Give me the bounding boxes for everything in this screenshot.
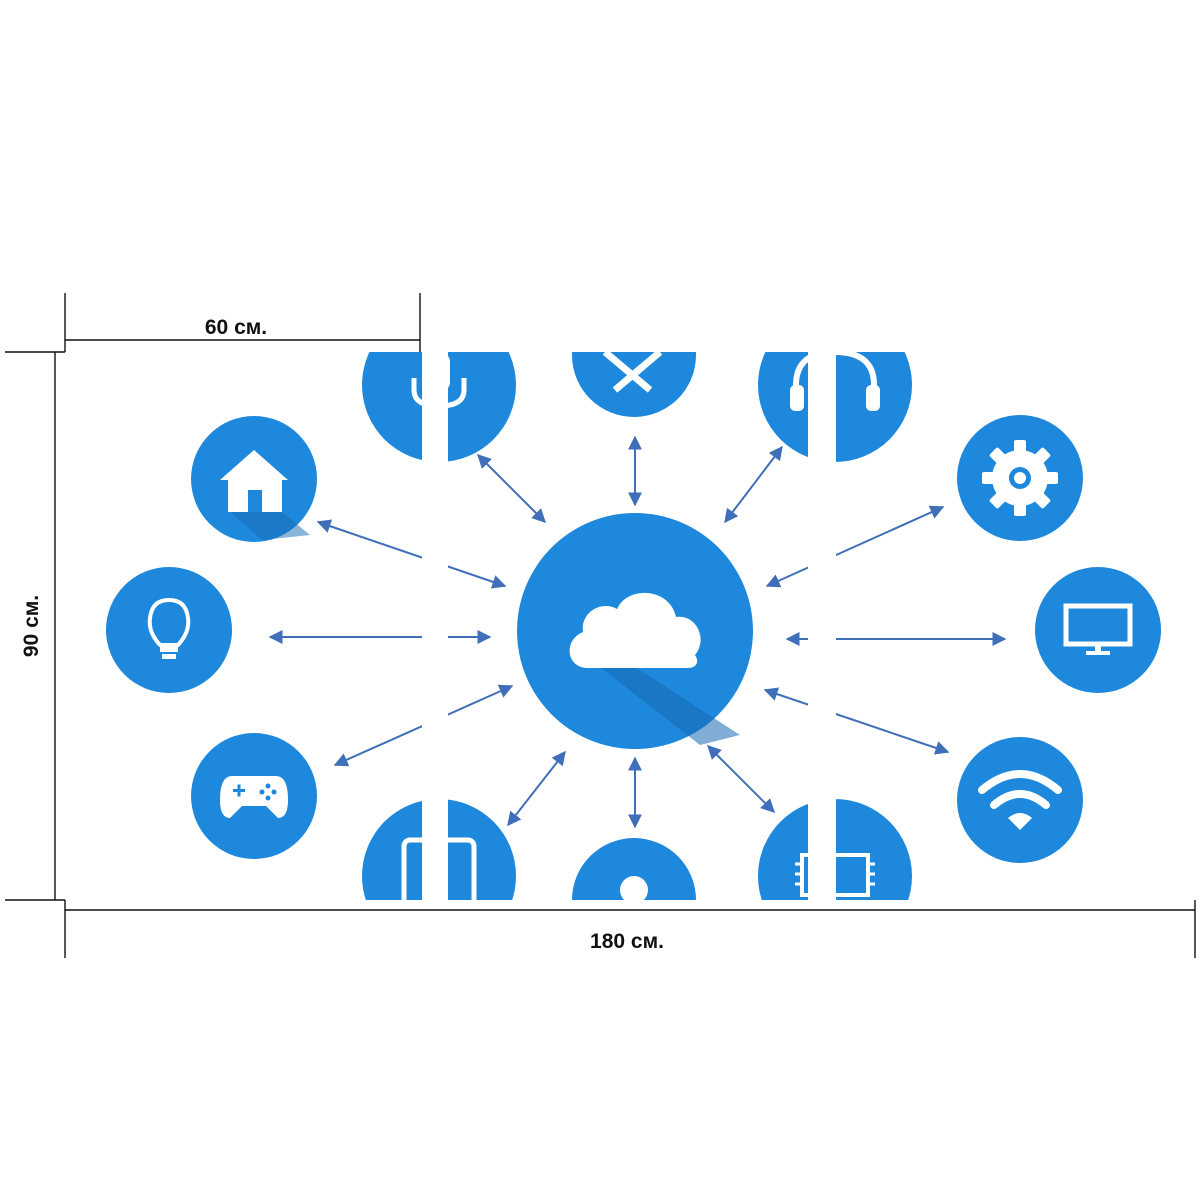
monitor-icon xyxy=(1063,603,1133,655)
panel-gap-right xyxy=(808,352,836,900)
artwork xyxy=(65,352,1200,900)
node-monitor xyxy=(1035,567,1161,693)
headphones-icon xyxy=(790,352,880,411)
node-gamepad xyxy=(191,733,317,859)
node-location xyxy=(572,838,696,900)
gear-icon xyxy=(982,440,1058,516)
arrow-chip xyxy=(707,745,775,813)
connection-arrows xyxy=(268,435,1007,829)
arrow-home xyxy=(316,519,507,589)
location-icon xyxy=(620,876,648,900)
height-label: 90 см. xyxy=(20,595,43,657)
dimension-annotations xyxy=(5,293,1196,958)
lightbulb-icon xyxy=(147,597,191,659)
panel-gaps xyxy=(422,352,836,900)
tools-icon xyxy=(602,352,663,393)
arrow-gear xyxy=(765,505,945,588)
arrow-smartphone xyxy=(507,750,566,827)
arrow-headphones xyxy=(724,445,783,524)
arrow-microphone xyxy=(477,454,546,523)
wifi-icon xyxy=(978,770,1062,830)
cloud-icon xyxy=(569,592,701,668)
node-lightbulb xyxy=(106,567,232,693)
node-gear xyxy=(957,415,1083,541)
total-width-label: 180 см. xyxy=(590,930,664,953)
panel-width-label: 60 см. xyxy=(205,316,267,339)
home-icon xyxy=(220,450,288,512)
gamepad-icon xyxy=(220,776,288,818)
cloud-hub xyxy=(517,513,753,749)
panel-gap-left xyxy=(422,352,448,900)
node-home xyxy=(191,416,317,542)
node-wifi xyxy=(957,737,1083,863)
node-tools xyxy=(572,352,696,417)
arrow-wifi xyxy=(763,687,950,755)
